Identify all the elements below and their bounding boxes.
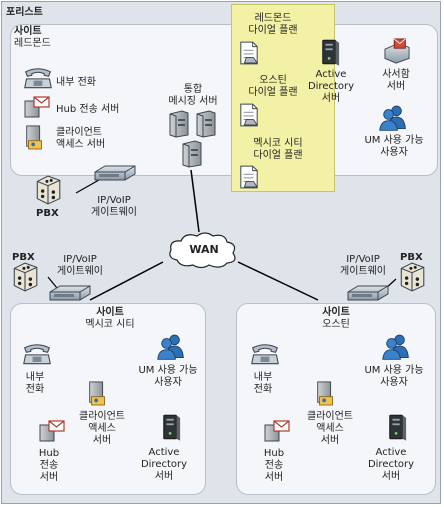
ad-server-icon — [161, 413, 181, 441]
site-redmond-box — [10, 24, 438, 176]
phone-icon — [250, 342, 280, 366]
mailbox-server-icon — [383, 38, 411, 64]
phone-icon — [23, 66, 53, 90]
pbx-icon — [11, 262, 39, 292]
site-austin-box — [236, 303, 436, 495]
mexico-gateway-label: IP/VoIP 게이트웨이 — [57, 254, 103, 277]
client-access-icon — [86, 380, 110, 406]
austin-pbx-label: PBX — [400, 252, 423, 263]
mexico-ad-label: Active Directory 서버 — [140, 447, 188, 482]
austin-ad-label: Active Directory 서버 — [367, 447, 415, 482]
users-icon — [381, 333, 411, 361]
hub-transport-icon — [22, 95, 50, 119]
austin-site-label: 사이트 — [322, 307, 350, 318]
redmond-hub-label: Hub 전송 서버 — [56, 104, 120, 115]
redmond-ad-label: Active Directory 서버 — [307, 69, 355, 104]
phone-icon — [22, 342, 52, 366]
mexico-client-access-label: 클라이언트 액세스 서버 — [79, 411, 125, 446]
mexico-site-label: 사이트 — [96, 307, 124, 318]
mexico-pbx-label: PBX — [12, 252, 35, 263]
pbx-icon — [34, 175, 62, 205]
redmond-client-access-label: 클라이언트 액세스 서버 — [56, 127, 106, 150]
austin-internal-phone-label: 내부 전화 — [253, 372, 273, 395]
client-access-icon — [23, 124, 47, 150]
redmond-um-users-label: UM 사용 가능 사용자 — [364, 135, 424, 158]
um-server-label: 통합 메시징 서버 — [168, 84, 218, 107]
um-server-icon — [195, 110, 217, 138]
ad-server-icon — [387, 413, 407, 441]
dial-plan-panel — [231, 4, 335, 192]
gateway-icon — [48, 282, 92, 304]
site-redmond-label: 사이트 — [14, 26, 42, 37]
mexico-um-users-label: UM 사용 가능 사용자 — [138, 365, 198, 388]
link-redmond-wan — [190, 169, 200, 233]
site-redmond-name: 레드몬드 — [14, 38, 51, 49]
um-server-icon — [181, 140, 203, 168]
redmond-internal-phone-label: 내부 전화 — [56, 77, 96, 88]
gateway-icon — [346, 282, 390, 304]
users-icon — [378, 104, 408, 132]
mexico-hub-label: Hub 전송 서버 — [38, 448, 60, 483]
austin-gateway-label: IP/VoIP 게이트웨이 — [340, 254, 386, 277]
um-server-icon — [168, 110, 190, 138]
wan-label: WAN — [189, 243, 219, 256]
users-icon — [156, 333, 186, 361]
document-icon — [239, 165, 259, 189]
redmond-pbx-label: PBX — [36, 208, 59, 219]
gateway-icon — [93, 162, 137, 184]
link-wan-mexico — [89, 261, 164, 301]
link-gateway-pbx-mexico — [47, 276, 58, 289]
link-wan-austin — [237, 261, 319, 301]
redmond-gateway-label: IP/VoIP 게이트웨이 — [91, 195, 137, 218]
hub-transport-icon — [262, 419, 290, 443]
forest-title: 포리스트 — [6, 7, 43, 18]
wan-cloud-icon — [169, 232, 236, 269]
mailbox-server-label: 사서함 서버 — [382, 69, 410, 92]
austin-site-name: 오스틴 — [322, 319, 350, 330]
mexico-site-name: 멕시코 시티 — [85, 319, 135, 330]
mexico-internal-phone-label: 내부 전화 — [25, 372, 45, 395]
document-icon — [239, 41, 259, 65]
dial-plan-austin-label: 오스틴 다이얼 플랜 — [248, 75, 298, 98]
ad-server-icon — [320, 38, 340, 66]
austin-client-access-label: 클라이언트 액세스 서버 — [307, 411, 353, 446]
document-icon — [239, 103, 259, 127]
austin-um-users-label: UM 사용 가능 사용자 — [364, 365, 424, 388]
pbx-icon — [398, 262, 426, 292]
dial-plan-mexico-label: 멕시코 시티 다이얼 플랜 — [253, 138, 303, 161]
client-access-icon — [314, 380, 338, 406]
dial-plan-redmond-label: 레드몬드 다이얼 플랜 — [248, 13, 298, 36]
hub-transport-icon — [37, 419, 65, 443]
austin-hub-label: Hub 전송 서버 — [263, 448, 285, 483]
